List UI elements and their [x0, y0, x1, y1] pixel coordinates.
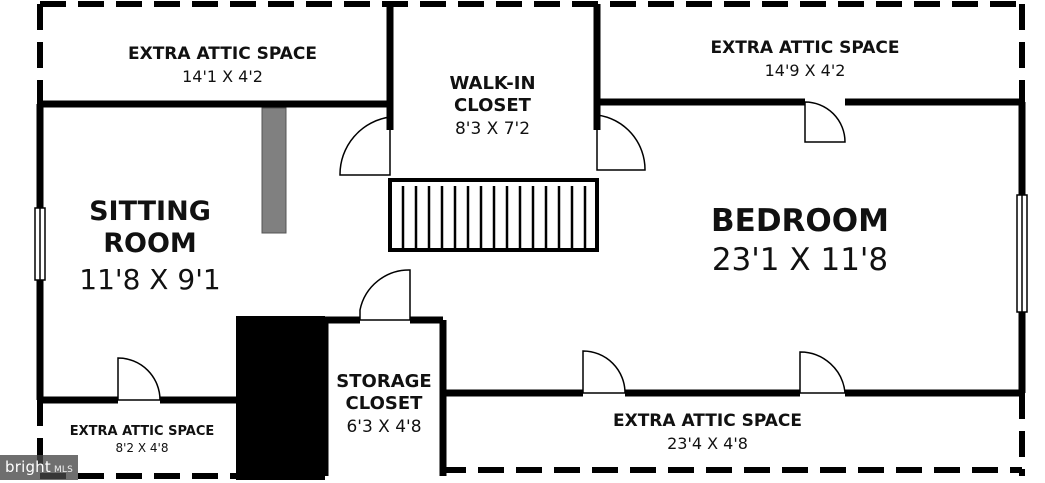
room-dimensions: 8'3 X 7'2: [454, 119, 531, 139]
room-attic-top-right: EXTRA ATTIC SPACE 14'9 X 4'2: [690, 40, 920, 79]
door-attic-bottom-right: [799, 351, 846, 394]
room-dimensions: 23'4 X 4'8: [667, 434, 748, 453]
room-name-line2: CLOSET: [454, 95, 531, 116]
room-dimensions: 14'1 X 4'2: [182, 67, 263, 86]
room-sitting-room: SITTING ROOM 11'8 X 9'1: [60, 196, 240, 294]
room-name: EXTRA ATTIC SPACE: [710, 38, 900, 58]
room-dimensions: 11'8 X 9'1: [79, 263, 221, 296]
chimney: [261, 107, 287, 234]
room-name-line1: WALK-IN: [449, 73, 536, 94]
room-name: BEDROOM: [711, 203, 889, 239]
window-left: [34, 207, 46, 281]
door-attic-bottom-mid: [582, 350, 626, 394]
room-name-line2: CLOSET: [345, 393, 423, 414]
watermark-suffix: MLS: [53, 465, 74, 475]
door-attic-top-right: [804, 101, 846, 143]
dashed-boundary: [37, 1, 1025, 479]
room-name-line1: SITTING: [89, 196, 211, 227]
room-name: EXTRA ATTIC SPACE: [127, 44, 317, 64]
door-closet-left: [339, 116, 391, 176]
room-name-line1: STORAGE: [336, 371, 432, 392]
room-attic-bottom-left: EXTRA ATTIC SPACE 8'2 X 4'8: [52, 425, 232, 454]
room-name: EXTRA ATTIC SPACE: [69, 424, 215, 439]
window-right: [1016, 194, 1028, 313]
door-attic-bottom-left: [117, 357, 161, 401]
room-name: EXTRA ATTIC SPACE: [612, 411, 802, 431]
door-storage: [359, 269, 411, 321]
room-storage-closet: STORAGE CLOSET 6'3 X 4'8: [329, 371, 439, 436]
room-bedroom: BEDROOM 23'1 X 11'8: [690, 205, 910, 276]
room-attic-top-left: EXTRA ATTIC SPACE 14'1 X 4'2: [110, 46, 335, 85]
room-attic-bottom-right: EXTRA ATTIC SPACE 23'4 X 4'8: [590, 413, 825, 452]
chase-block: [236, 316, 325, 480]
room-dimensions: 6'3 X 4'8: [346, 417, 422, 437]
room-dimensions: 23'1 X 11'8: [711, 242, 889, 278]
room-dimensions: 8'2 X 4'8: [115, 441, 169, 455]
room-name-line2: ROOM: [103, 228, 197, 259]
watermark-text: bright: [5, 458, 51, 476]
room-walk-in-closet: WALK-IN CLOSET 8'3 X 7'2: [410, 73, 575, 138]
room-dimensions: 14'9 X 4'2: [764, 61, 846, 80]
door-closet-right: [596, 114, 646, 171]
staircase: [388, 178, 599, 252]
